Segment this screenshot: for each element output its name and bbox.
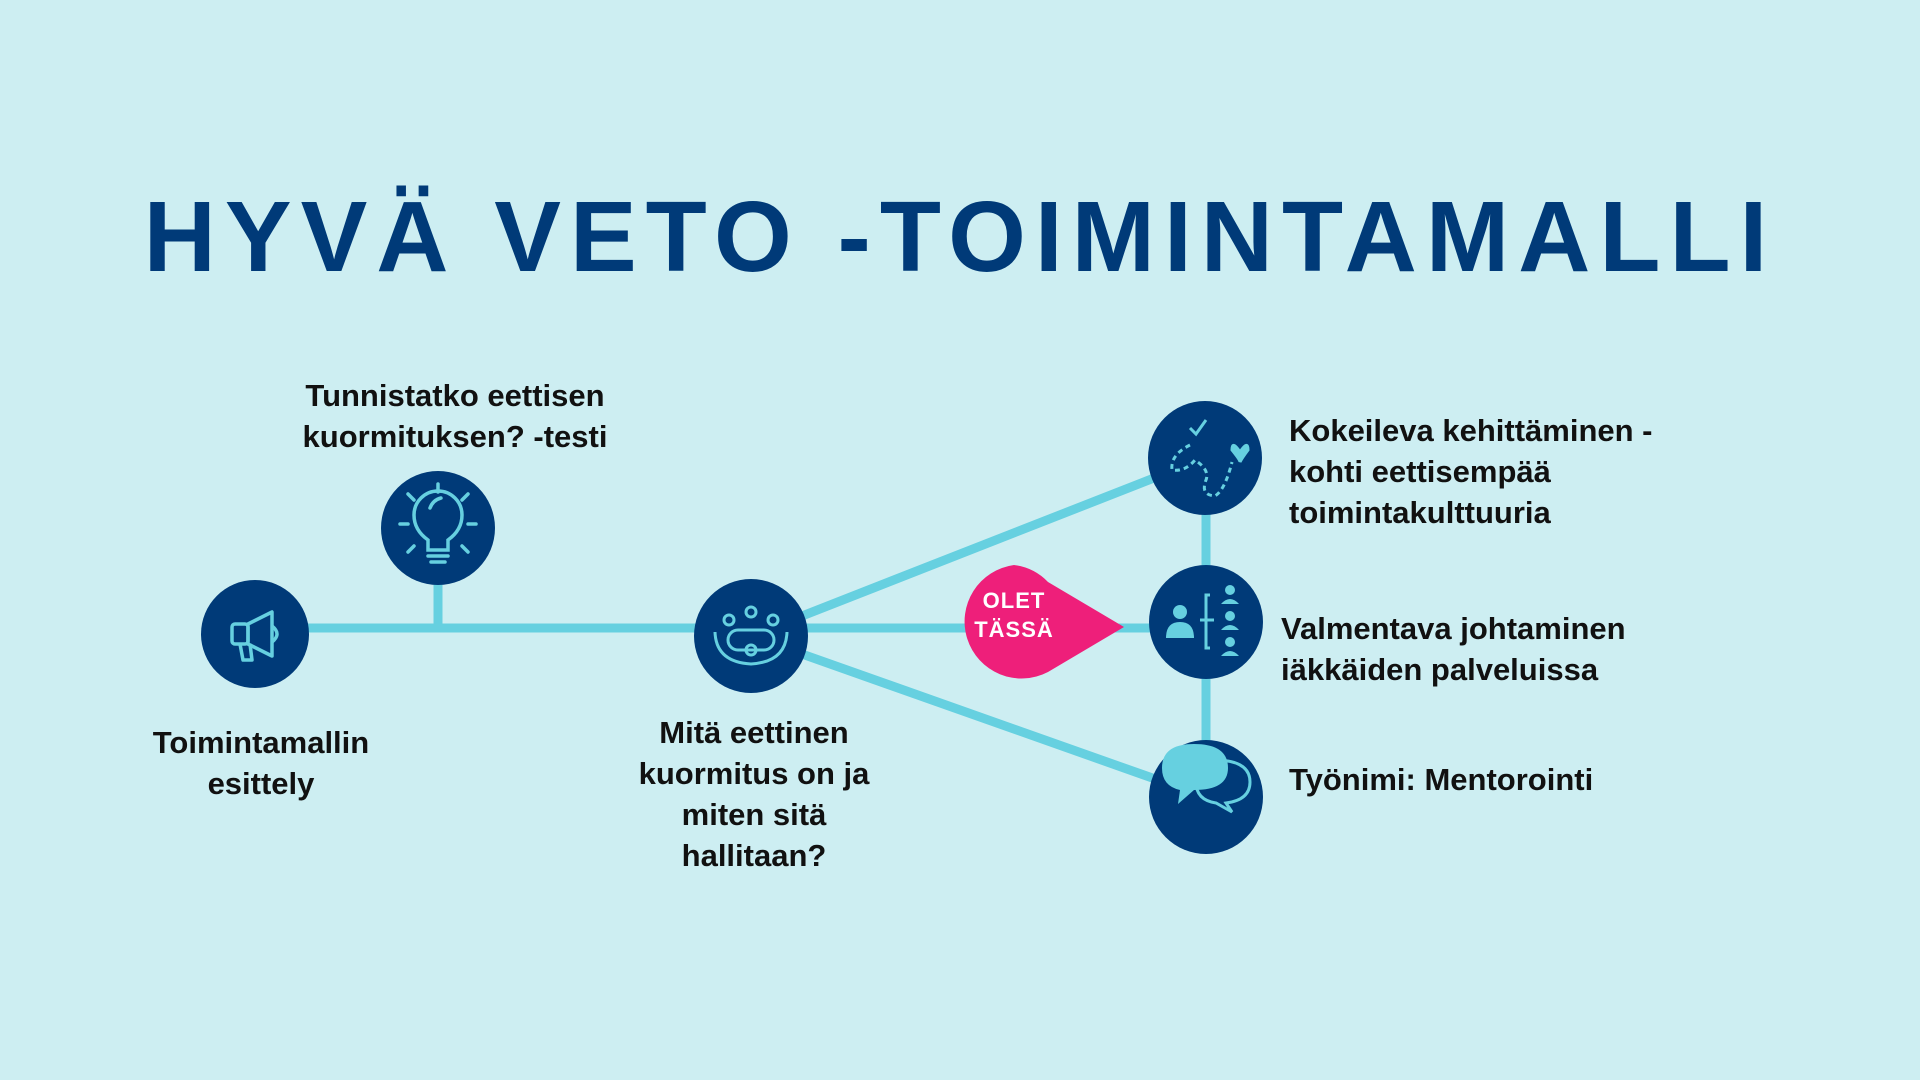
label-line: kohti eettisempää xyxy=(1289,454,1551,489)
label-line: kuormitus on ja xyxy=(638,756,870,791)
lightbulb-icon xyxy=(398,482,478,564)
label-line: esittely xyxy=(207,766,315,801)
label-line: Työnimi: Mentorointi xyxy=(1289,762,1594,797)
path-heart-icon xyxy=(1170,419,1250,498)
you-are-here-marker xyxy=(964,565,1124,679)
step-mentoring[interactable] xyxy=(1149,740,1263,854)
step-label-introduction[interactable]: Toimintamallin esittely xyxy=(153,722,369,804)
step-meeting[interactable] xyxy=(694,579,808,693)
diagonal-down-line xyxy=(749,631,1208,802)
label-line: hallitaan? xyxy=(681,838,827,873)
you-are-here-line2: TÄSSÄ xyxy=(974,617,1054,642)
label-line: miten sitä xyxy=(681,797,827,832)
step-label-coaching-leadership[interactable]: Valmentava johtaminen iäkkäiden palvelui… xyxy=(1281,608,1626,690)
speech-bubbles-icon xyxy=(1162,744,1252,814)
label-line: Valmentava johtaminen xyxy=(1281,611,1626,646)
step-experimental-development[interactable] xyxy=(1148,401,1262,515)
step-lightbulb[interactable] xyxy=(381,471,495,585)
page-title: HYVÄ VETO -TOIMINTAMALLI xyxy=(143,181,1777,293)
megaphone-icon xyxy=(230,610,279,662)
meeting-group-icon xyxy=(713,605,789,666)
step-label-mentoring[interactable]: Työnimi: Mentorointi xyxy=(1289,759,1593,800)
step-coaching-leadership[interactable] xyxy=(1149,565,1263,679)
step-megaphone[interactable] xyxy=(201,580,309,688)
label-line: Kokeileva kehittäminen - xyxy=(1289,413,1653,448)
step-label-experimental-development[interactable]: Kokeileva kehittäminen - kohti eettisemp… xyxy=(1289,410,1653,533)
label-line: iäkkäiden palveluissa xyxy=(1281,652,1599,687)
org-chart-icon xyxy=(1166,585,1239,656)
label-line: toimintakulttuuria xyxy=(1289,495,1551,530)
you-are-here-label: OLET TÄSSÄ xyxy=(957,586,1071,644)
label-line: Mitä eettinen xyxy=(659,715,849,750)
step-label-ethical-strain[interactable]: Mitä eettinen kuormitus on ja miten sitä… xyxy=(639,712,870,876)
label-line: kuormituksen? -testi xyxy=(302,419,608,454)
step-label-test[interactable]: Tunnistatko eettisen kuormituksen? -test… xyxy=(303,375,608,457)
you-are-here-line1: OLET xyxy=(982,588,1046,613)
diagonal-up-line xyxy=(749,453,1207,641)
label-line: Toimintamallin xyxy=(152,725,370,760)
label-line: Tunnistatko eettisen xyxy=(305,378,605,413)
